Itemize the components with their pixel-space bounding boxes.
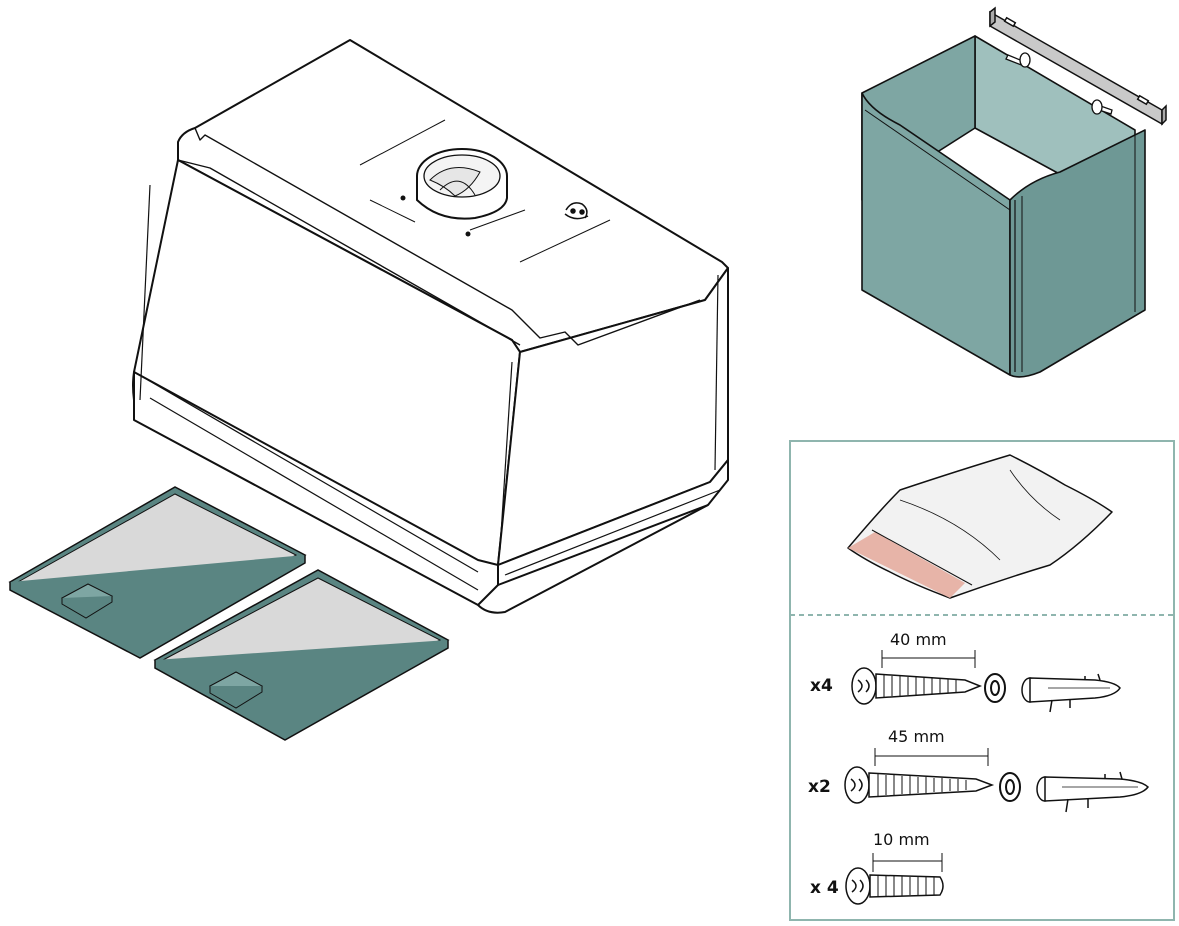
accessory-bag-icon (847, 454, 1113, 599)
kit-row-2-qty: x2 (808, 777, 831, 797)
airflow-symbol-icon (564, 202, 589, 220)
screw-40mm-icon (851, 667, 983, 705)
kit-row-3-qty: x 4 (810, 878, 839, 898)
screw-45mm-icon (844, 766, 995, 804)
bracket-screw-upper (1005, 52, 1031, 68)
wall-plug-icon-2 (1036, 771, 1149, 813)
exhaust-collar (416, 148, 508, 220)
kit-row-1-qty: x4 (810, 676, 833, 696)
kit-row-1-length: 40 mm (890, 630, 947, 649)
grease-filter-right (153, 569, 450, 741)
wall-bracket (989, 6, 1167, 126)
bracket-screw-lower (1091, 99, 1113, 115)
chimney-cover (861, 35, 1146, 378)
wall-plug-icon (1021, 673, 1121, 713)
grease-filter-left (8, 486, 307, 659)
kit-row-3-length: 10 mm (873, 830, 930, 849)
washer-icon (984, 673, 1006, 703)
kit-row-2-length: 45 mm (888, 727, 945, 746)
screw-10mm-icon (845, 867, 944, 905)
kit-row-1: x4 40 mm (810, 630, 1121, 713)
kit-row-3: x 4 10 mm (810, 830, 944, 905)
range-hood-body (132, 39, 729, 614)
kit-row-2: x2 45 mm (808, 727, 1149, 813)
washer-icon-2 (999, 772, 1021, 802)
